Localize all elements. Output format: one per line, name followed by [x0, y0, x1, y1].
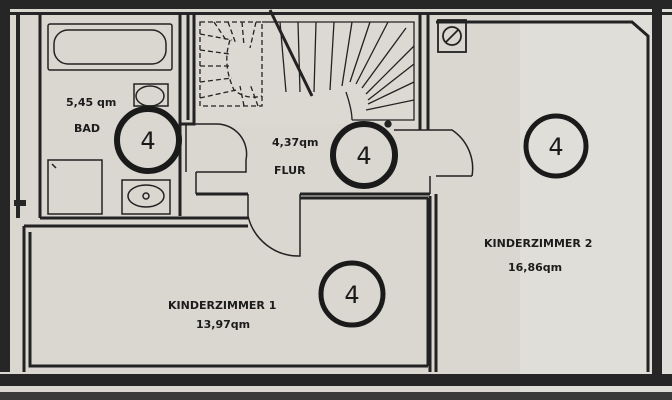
shower-tray — [47, 159, 103, 215]
flur-name: FLUR — [274, 164, 306, 177]
toilet — [133, 83, 169, 107]
room-marker-kinderzimmer-2-number: 4 — [548, 133, 563, 161]
kinderzimmer-1-name: KINDERZIMMER 1 — [168, 299, 276, 312]
room-marker-flur-number: 4 — [356, 142, 371, 170]
bathtub — [47, 23, 173, 71]
kinderzimmer-2-area: 16,86qm — [508, 261, 562, 274]
room-marker-kinderzimmer-2: 4 — [523, 113, 589, 179]
kinderzimmer-1-area: 13,97qm — [196, 318, 250, 331]
bad-area: 5,45 qm — [66, 96, 116, 109]
bad-name: BAD — [74, 122, 100, 135]
kinderzimmer-2-name: KINDERZIMMER 2 — [484, 237, 592, 250]
chimney-symbol — [437, 19, 467, 53]
staircase — [196, 9, 418, 128]
inner-walls — [22, 14, 650, 372]
room-marker-flur: 4 — [330, 121, 398, 189]
flur-area: 4,37qm — [272, 136, 318, 149]
room-marker-bad: 4 — [114, 106, 182, 174]
room-marker-kinderzimmer-1: 4 — [318, 260, 386, 328]
room-marker-kinderzimmer-1-number: 4 — [344, 281, 359, 309]
doors — [185, 123, 474, 257]
washbasin — [121, 179, 171, 215]
room-marker-bad-number: 4 — [140, 127, 155, 155]
